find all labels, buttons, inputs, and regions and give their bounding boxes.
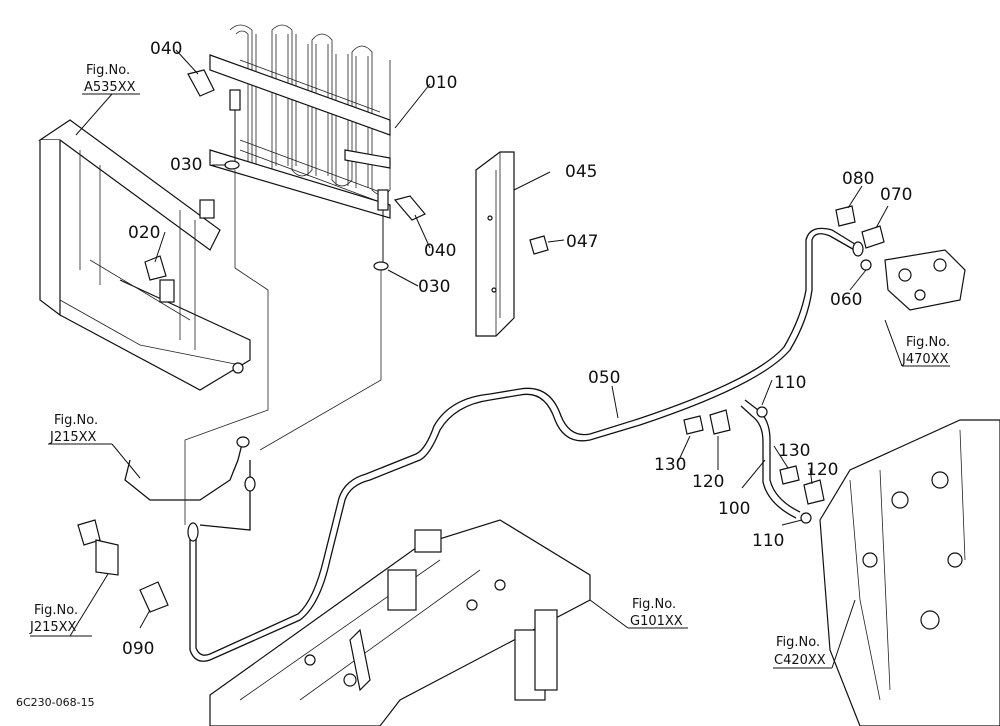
figref-j470-line1: Fig.No. — [906, 335, 950, 350]
callout-050: 050 — [588, 368, 620, 388]
figref-c420-line2: C420XX — [774, 653, 826, 668]
callout-120: 120 — [806, 460, 838, 480]
callout-040: 040 — [424, 241, 456, 261]
pipe-050 — [189, 233, 859, 662]
callout-110: 110 — [752, 531, 784, 551]
clamp-120-b — [803, 479, 825, 505]
callout-020: 020 — [128, 223, 160, 243]
clip-040-a — [187, 69, 215, 97]
o-ring-110-a — [756, 406, 768, 418]
valve-block — [884, 249, 966, 311]
drawing-code: 6C230-068-15 — [16, 696, 95, 709]
bolt-130-b — [779, 465, 800, 485]
o-ring-030-b — [373, 261, 389, 271]
callout-130: 130 — [654, 455, 686, 475]
bolt-047 — [529, 235, 549, 255]
bolt-130-a — [683, 415, 704, 435]
figref-j215b-line2: J215XX — [29, 620, 77, 635]
transmission-case — [819, 419, 1000, 726]
figref-g101-line2: G101XX — [630, 614, 683, 629]
figref-c420-line1: Fig.No. — [776, 635, 820, 650]
callout-110: 110 — [774, 373, 806, 393]
o-ring-030-a — [224, 160, 240, 170]
bolt-080 — [835, 205, 856, 227]
callout-090: 090 — [122, 639, 154, 659]
callout-060: 060 — [830, 290, 862, 310]
callout-040: 040 — [150, 39, 182, 59]
clamp-120-a — [709, 409, 731, 435]
o-ring-110-b — [800, 512, 812, 524]
callout-120: 120 — [692, 472, 724, 492]
callout-080: 080 — [842, 169, 874, 189]
figref-j470-line2: J470XX — [901, 352, 949, 367]
callout-070: 070 — [880, 185, 912, 205]
oil-cooler-010 — [209, 24, 391, 262]
fitting-020 — [144, 255, 167, 281]
plate-070 — [861, 225, 885, 249]
hose-j215 — [124, 439, 244, 501]
figref-a535-line2: A535XX — [84, 80, 136, 95]
frame-rail — [209, 519, 591, 726]
figref-g101-line1: Fig.No. — [632, 597, 676, 612]
hose-fitting — [77, 519, 101, 546]
figref-j215a-line2: J215XX — [49, 430, 97, 445]
callout-030: 030 — [170, 155, 202, 175]
callout-047: 047 — [566, 232, 598, 252]
callout-010: 010 — [425, 73, 457, 93]
sleeve-090 — [139, 581, 169, 613]
figref-a535-line1: Fig.No. — [86, 63, 130, 78]
o-ring-060 — [860, 259, 872, 271]
clip-040-b — [393, 195, 426, 221]
callout-130: 130 — [778, 441, 810, 461]
leader-lines — [30, 49, 950, 669]
callout-100: 100 — [718, 499, 750, 519]
figref-j215a-line1: Fig.No. — [54, 413, 98, 428]
callout-045: 045 — [565, 162, 597, 182]
panel-045 — [475, 151, 515, 337]
figref-j215b-line1: Fig.No. — [34, 603, 78, 618]
bracket-frame — [38, 119, 251, 391]
callout-030: 030 — [418, 277, 450, 297]
